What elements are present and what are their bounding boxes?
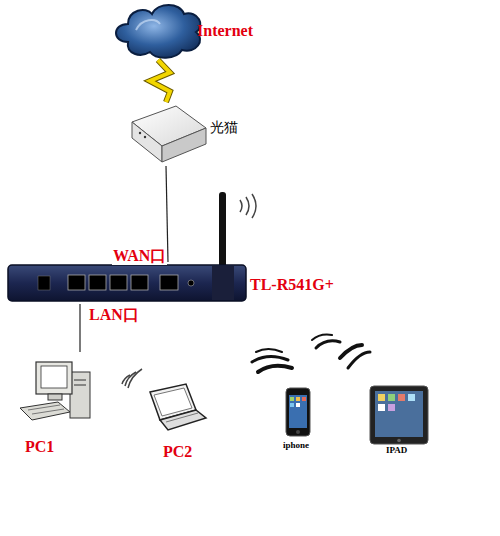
device-label: iphone	[283, 441, 309, 451]
laptop	[150, 384, 206, 430]
device-label: PC2	[163, 443, 192, 461]
cable-link	[79, 304, 80, 352]
port-label: LAN口	[88, 306, 140, 324]
pc-box: PC2	[138, 378, 214, 463]
pc-box: PC1	[12, 352, 102, 458]
modem-box: 光猫	[126, 102, 242, 166]
device-label: 光猫	[210, 120, 238, 135]
port-label: WAN口	[112, 247, 167, 265]
device-label: PC1	[25, 438, 54, 456]
wifi-waves	[122, 194, 256, 388]
device-label: Internet	[197, 22, 253, 40]
phone-box: iphone	[278, 384, 320, 454]
lightning-link	[150, 60, 170, 102]
desktop-pc	[20, 362, 90, 420]
router-box: TL-R541G+	[5, 262, 370, 304]
wifi-waves	[252, 335, 370, 372]
ipad	[370, 386, 428, 444]
lightning-outline	[150, 60, 170, 102]
iphone	[286, 388, 310, 436]
router	[8, 192, 246, 301]
internet-cloud: Internet	[112, 0, 267, 60]
internet-cloud	[116, 5, 200, 58]
device-label: IPAD	[386, 446, 407, 456]
device-label: TL-R541G+	[250, 276, 334, 294]
tablet-box: IPAD	[364, 382, 434, 462]
optical-modem	[132, 106, 206, 162]
